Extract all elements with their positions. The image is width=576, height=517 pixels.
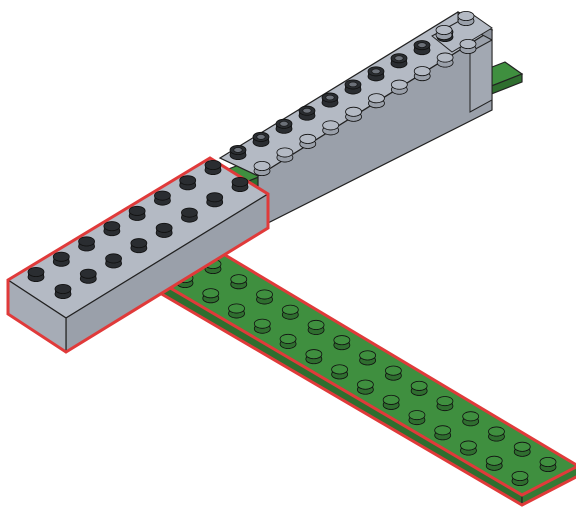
green-plate-front [160,252,576,505]
gray-back-stud-near-6 [391,80,407,94]
green-plate-stud-0-1 [231,275,247,289]
green-plate-stud-0-2 [257,290,273,304]
gray-back-stud-near-5 [368,94,384,108]
green-plate-stud-1-12 [486,456,502,470]
green-plate-stud-1-3 [254,319,270,333]
green-plate-stud-0-13 [540,457,556,471]
gray-brick-stud-0-3 [104,222,120,236]
gray-back-stud-far-5 [345,80,361,94]
gray-back-stud-near-2 [300,134,316,148]
gray-back-stud-far-3 [299,106,315,120]
green-plate-stud-1-4 [280,334,296,348]
gray-brick-stud-0-5 [154,191,170,205]
green-plate-stud-1-10 [435,426,451,440]
gray-back-stud-near-0 [254,161,270,175]
gray-back-stud-far-6 [368,67,384,81]
gray-brick-stud-1-0 [55,284,71,298]
green-plate-stud-0-10 [463,412,479,426]
green-plate-stud-0-9 [437,396,453,410]
gray-brick-stud-0-4 [129,206,145,220]
green-plate-stud-1-6 [332,365,348,379]
green-plate-stud-1-9 [409,410,425,424]
green-plate-stud-0-5 [334,336,350,350]
gray-brick-stud-0-0 [28,267,44,281]
gray-brick-stud-0-2 [79,237,95,251]
gray-back-stud-near-8 [437,53,453,67]
green-plate-stud-0-12 [514,442,530,456]
gray-brick-stud-1-4 [156,223,172,237]
gray-back-stud-end-1 [436,25,452,39]
gray-back-stud-near-3 [323,121,339,135]
green-plate-stud-1-8 [383,395,399,409]
gray-brick-stud-0-1 [53,252,69,266]
green-plate-stud-1-1 [203,289,219,303]
gray-back-stud-far-4 [322,93,338,107]
gray-brick-stud-0-7 [205,160,221,174]
green-plate-stud-0-3 [282,305,298,319]
green-plate-stud-0-6 [360,351,376,365]
gray-back-stud-far-2 [276,119,292,133]
gray-back-stud-near-1 [277,148,293,162]
green-plate-stud-1-7 [357,380,373,394]
gray-brick-stud-1-2 [106,254,122,268]
gray-back-stud-far-0 [230,145,246,159]
green-plate-stud-0-8 [411,381,427,395]
green-plate-stud-0-4 [308,320,324,334]
gray-back-stud-end-0 [458,11,474,25]
gray-brick-stud-1-5 [181,208,197,222]
green-plate-stud-0-11 [488,427,504,441]
gray-back-stud-near-4 [346,107,362,121]
green-plate-front-top [160,252,576,495]
green-plate-stud-1-5 [306,350,322,364]
gray-brick-stud-0-6 [180,176,196,190]
gray-back-stud-near-9 [460,39,476,53]
green-plate-stud-1-11 [460,441,476,455]
gray-back-stud-far-1 [253,132,269,146]
green-plate-stud-1-13 [512,471,528,485]
green-plate-stud-1-2 [229,304,245,318]
gray-brick-stud-1-3 [131,239,147,253]
gray-brick-stud-1-7 [232,177,248,191]
gray-brick-stud-1-6 [207,193,223,207]
gray-back-stud-far-7 [391,54,407,68]
gray-back-stud-near-7 [414,67,430,81]
gray-brick-stud-1-1 [80,269,96,283]
green-plate-stud-0-7 [385,366,401,380]
gray-back-stud-far-8 [414,41,430,55]
